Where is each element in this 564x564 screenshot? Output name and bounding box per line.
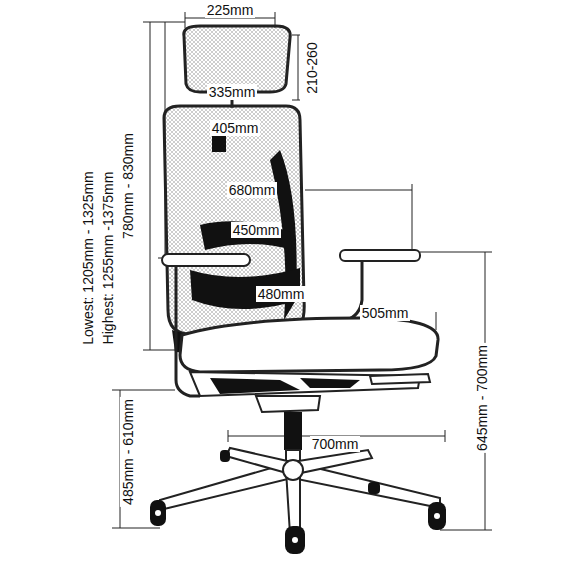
- dimension-label: 485mm - 610mm: [120, 397, 136, 507]
- dimension-label: 225mm: [205, 2, 256, 18]
- dimension-label: Highest: 1255mm -1375mm: [100, 170, 116, 347]
- dimension-label: 780mm - 830mm: [120, 131, 136, 241]
- dimension-label: 680mm: [227, 182, 278, 198]
- dimension-label: 480mm: [256, 286, 307, 302]
- dimension-label: 335mm: [207, 84, 258, 100]
- dimension-label: 210-260: [304, 40, 320, 95]
- dimension-label: 645mm - 700mm: [474, 343, 490, 453]
- dimension-label: 405mm: [210, 120, 261, 136]
- dimension-label: 505mm: [360, 305, 411, 321]
- dimension-label: Lowest: 1205mm - 1325mm: [80, 169, 96, 347]
- dimension-label: 700mm: [310, 436, 361, 452]
- dimension-label: 450mm: [231, 222, 282, 238]
